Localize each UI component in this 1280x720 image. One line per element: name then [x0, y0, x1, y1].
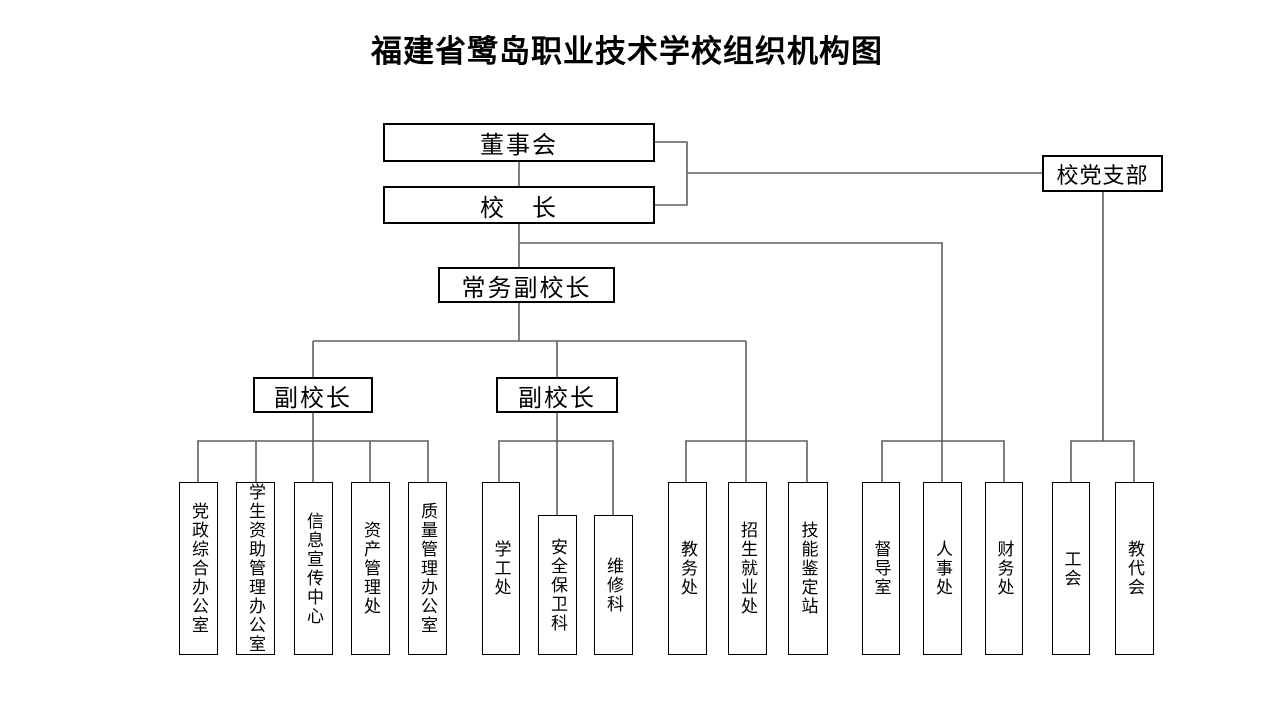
- dept-label: 维修科: [604, 556, 623, 614]
- node-hr-office: 人事处: [923, 482, 962, 655]
- page-title: 福建省鹭岛职业技术学校组织机构图: [371, 34, 883, 69]
- node-party-branch-label: 校党支部: [1056, 162, 1149, 188]
- node-finance-office: 财务处: [985, 482, 1023, 655]
- node-staff-congress: 教代会: [1115, 482, 1154, 655]
- dept-label: 安全保卫科: [548, 537, 567, 633]
- dept-label: 信息宣传中心: [304, 511, 323, 626]
- dept-label: 教务处: [678, 540, 697, 597]
- dept-label: 学生资助管理办公室: [246, 483, 265, 654]
- node-vice-principal-1-label: 副校长: [274, 384, 352, 412]
- node-board-label: 董事会: [480, 132, 558, 159]
- node-quality-management-office: 质量管理办公室: [408, 482, 447, 655]
- node-vice-principal-2: 副校长: [496, 377, 618, 413]
- dept-label: 党政综合办公室: [189, 502, 208, 635]
- dept-label: 招生就业处: [738, 521, 757, 616]
- node-academic-affairs-office: 教务处: [668, 482, 707, 655]
- node-board: 董事会: [383, 123, 655, 162]
- node-principal-label: 校 长: [480, 194, 558, 222]
- dept-label: 质量管理办公室: [418, 502, 437, 635]
- node-skill-certification-station: 技能鉴定站: [788, 482, 828, 655]
- dept-label: 督导室: [871, 540, 891, 597]
- node-supervision-office: 督导室: [862, 482, 900, 655]
- node-exec-vice-principal-label: 常务副校长: [461, 274, 592, 302]
- dept-label: 人事处: [933, 540, 952, 597]
- node-admissions-employment-office: 招生就业处: [728, 482, 767, 655]
- node-party-branch: 校党支部: [1042, 155, 1163, 192]
- node-vice-principal-2-label: 副校长: [518, 384, 596, 412]
- node-party-admin-office: 党政综合办公室: [179, 482, 218, 655]
- node-student-aid-office: 学生资助管理办公室: [236, 482, 275, 655]
- node-security-section: 安全保卫科: [538, 515, 577, 655]
- node-asset-management-office: 资产管理处: [351, 482, 390, 655]
- node-info-publicity-center: 信息宣传中心: [294, 482, 333, 655]
- node-maintenance-section: 维修科: [594, 515, 633, 655]
- dept-label: 技能鉴定站: [798, 521, 818, 616]
- node-vice-principal-1: 副校长: [253, 377, 373, 413]
- dept-label: 教代会: [1125, 540, 1144, 597]
- dept-label: 财务处: [994, 540, 1014, 597]
- node-principal: 校 长: [383, 186, 655, 224]
- node-labor-union: 工会: [1052, 482, 1090, 655]
- dept-label: 工会: [1061, 549, 1081, 588]
- dept-label: 学工处: [491, 540, 511, 597]
- dept-label: 资产管理处: [361, 521, 380, 616]
- node-exec-vice-principal: 常务副校长: [438, 267, 615, 303]
- node-student-affairs-office: 学工处: [482, 482, 520, 655]
